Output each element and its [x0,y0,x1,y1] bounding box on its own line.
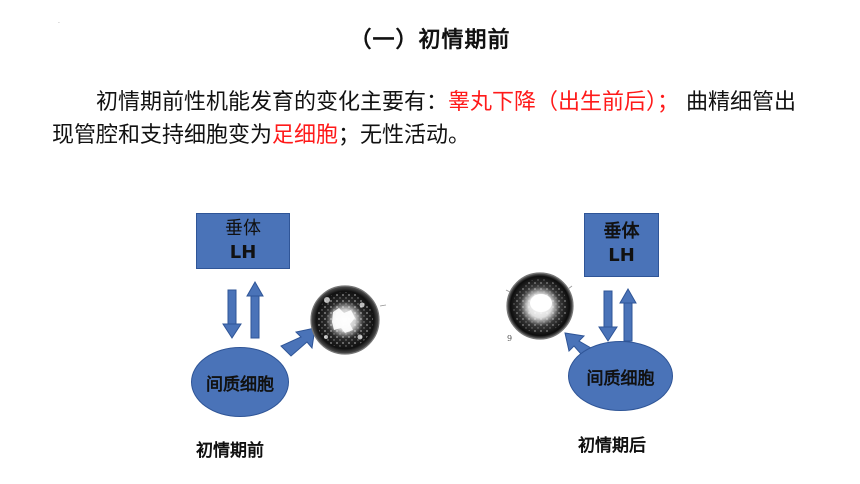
leydig-cell-label: 间质细胞 [206,374,274,395]
lh-label: LH [229,242,257,263]
paragraph-text-3: ；无性活动。 [338,123,471,148]
leydig-cell-ellipse-after: 间质细胞 [568,341,673,411]
paragraph-text-2: 曲精细管出现管腔和支持细胞变为 [52,90,797,148]
caption-after-puberty: 初情期后 [578,436,646,456]
left-down-arrow [222,289,242,339]
left-up-arrow [246,280,264,339]
caption-before-puberty: 初情期前 [196,441,264,461]
left-diagonal-arrow [280,327,316,357]
body-paragraph: 初情期前性机能发育的变化主要有：睾丸下降（出生前后）； 曲精细管出现管腔和支持细… [52,86,812,152]
lh-label: LH [608,245,635,266]
tubule-after-icon [505,272,574,340]
pituitary-label: 垂体 [603,221,640,242]
highlight-sertoli-cell: 足细胞 [272,123,339,148]
paragraph-text-1: 初情期前性机能发育的变化主要有： [96,90,449,115]
pituitary-box-after: 垂体 LH [584,213,659,277]
tubule-before-icon [310,285,387,355]
right-down-arrow [598,290,618,342]
corner-mark: · [58,20,60,27]
leydig-cell-ellipse-before: 间质细胞 [191,347,289,417]
figure-number: 9 [507,334,513,343]
pituitary-box-before: 垂体 LH [196,213,290,269]
leydig-cell-label: 间质细胞 [586,368,655,389]
slide-title: （一）初情期前 [349,28,511,53]
highlight-testis-descent: 睾丸下降（出生前后）； [448,90,680,115]
pituitary-label: 垂体 [225,218,261,239]
right-up-arrow [619,287,637,342]
